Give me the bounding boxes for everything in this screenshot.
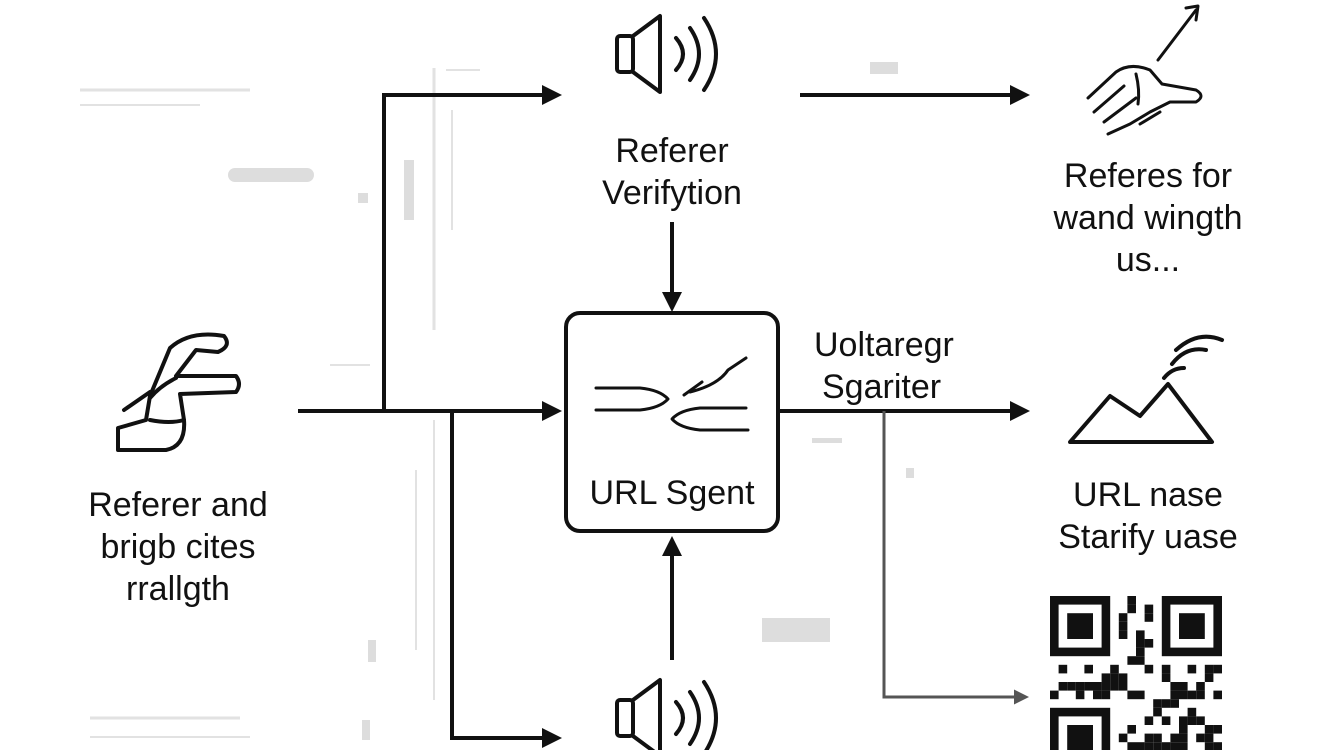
verify-node-label-line: Referer bbox=[615, 132, 729, 170]
agent-box bbox=[564, 311, 780, 533]
input-node-label-line: rrallgth bbox=[126, 570, 230, 608]
speaker-icon bbox=[615, 678, 718, 750]
input-node-label-line: Referer and bbox=[88, 486, 268, 524]
split-paths-icon bbox=[594, 356, 750, 432]
result-node-label-line: wand wingth bbox=[1053, 199, 1243, 237]
edge-input-to-verify bbox=[382, 85, 562, 411]
edge-label: Uoltaregr Sgariter bbox=[796, 324, 996, 408]
edge-agent-to-qr bbox=[882, 411, 1029, 705]
speaker-icon bbox=[615, 14, 718, 94]
qr-code-icon bbox=[1050, 596, 1222, 750]
right-node-label: URL nase Starify uase bbox=[1028, 474, 1268, 558]
verify-node-label: Referer Verifytion bbox=[572, 130, 772, 214]
hand-gesture-icon bbox=[116, 332, 241, 452]
edge-label-line: Sgariter bbox=[822, 368, 942, 406]
result-node-label: Referes for wand wingth us... bbox=[1028, 155, 1268, 281]
input-node-label: Referer and brigb cites rrallgth bbox=[78, 484, 278, 610]
edge-input-to-bottom bbox=[450, 411, 562, 748]
right-node-label-line: URL nase bbox=[1073, 476, 1223, 514]
mountain-signal-icon bbox=[1068, 334, 1224, 444]
agent-box-label: URL Sgent bbox=[589, 474, 755, 512]
input-node-label-line: brigb cites bbox=[100, 528, 256, 566]
verify-node-label-line: Verifytion bbox=[602, 174, 742, 212]
background-decorations bbox=[80, 62, 914, 740]
hand-pointing-icon bbox=[1086, 4, 1203, 136]
result-node-label-line: us... bbox=[1115, 241, 1181, 279]
edge-label-line: Uoltaregr bbox=[814, 326, 954, 364]
right-node-label-line: Starify uase bbox=[1058, 518, 1238, 556]
result-node-label-line: Referes for bbox=[1063, 157, 1233, 195]
